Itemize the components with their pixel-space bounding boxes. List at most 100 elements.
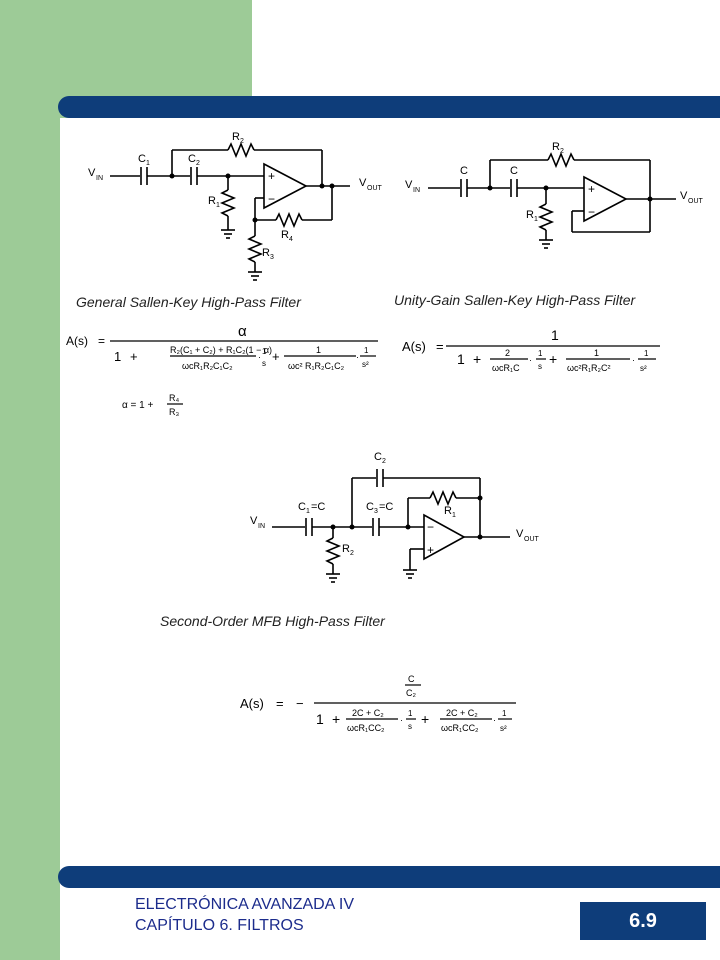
svg-text:1: 1: [306, 508, 310, 515]
svg-text:1: 1: [534, 216, 538, 223]
bottom-navy-bar: [58, 866, 720, 888]
svg-text:1: 1: [457, 351, 465, 367]
fraction-bars: [110, 340, 660, 720]
svg-text:1: 1: [538, 349, 543, 358]
svg-text:+: +: [272, 349, 280, 364]
svg-text:2: 2: [382, 458, 386, 465]
footer-title: ELECTRÓNICA AVANZADA IV CAPÍTULO 6. FILT…: [135, 894, 354, 936]
svg-text:2: 2: [196, 160, 200, 167]
svg-text:s: s: [408, 722, 412, 731]
svg-text:V: V: [516, 528, 524, 540]
svg-text:R: R: [526, 209, 534, 221]
svg-text:−: −: [588, 205, 595, 219]
svg-text:OUT: OUT: [367, 185, 383, 192]
svg-text:ωc² R₁R₂C₁C₂: ωc² R₁R₂C₁C₂: [288, 361, 345, 371]
footer-course: ELECTRÓNICA AVANZADA IV: [135, 896, 355, 913]
svg-text:·: ·: [258, 352, 261, 362]
general-formula: A(s) = α 1 + R₂(C₁ + C₂) + R₁C₂(1 − α) ω…: [66, 323, 369, 417]
left-green-stripe: [0, 0, 60, 960]
svg-text:C: C: [366, 501, 374, 513]
svg-text:1: 1: [262, 347, 267, 356]
svg-text:ωcR₁CC₂: ωcR₁CC₂: [441, 723, 479, 733]
svg-text:+: +: [130, 349, 138, 364]
svg-text:ωcR₁CC₂: ωcR₁CC₂: [347, 723, 385, 733]
svg-text:α = 1 +: α = 1 +: [122, 400, 154, 411]
svg-text:ωcR₁C: ωcR₁C: [492, 363, 520, 373]
svg-text:1: 1: [594, 348, 599, 358]
svg-text:+: +: [473, 351, 481, 367]
svg-text:3: 3: [374, 508, 378, 515]
svg-text:−: −: [268, 192, 275, 206]
top-navy-bar: [58, 96, 720, 118]
svg-text:OUT: OUT: [524, 536, 540, 543]
svg-text:R: R: [552, 141, 560, 153]
svg-text:IN: IN: [96, 175, 103, 182]
svg-text:−: −: [296, 696, 304, 711]
svg-text:=C: =C: [311, 501, 325, 513]
svg-text:C: C: [188, 153, 196, 165]
svg-text:R₃: R₃: [169, 407, 179, 417]
svg-text:A(s): A(s): [240, 696, 264, 711]
svg-text:s²: s²: [362, 360, 369, 369]
svg-text:V: V: [359, 177, 367, 189]
opamp-signs: + − + − − +: [268, 169, 595, 557]
svg-text:1: 1: [216, 202, 220, 209]
svg-text:C: C: [374, 451, 382, 463]
footer-chapter: CAPÍTULO 6. FILTROS: [135, 917, 304, 934]
mfb-circuit: [272, 469, 510, 583]
svg-text:s²: s²: [640, 364, 647, 373]
svg-text:2: 2: [505, 348, 510, 358]
svg-text:V: V: [88, 167, 96, 179]
svg-text:1: 1: [644, 349, 649, 358]
svg-text:·: ·: [529, 355, 532, 365]
svg-text:ωc²R₁R₂C²: ωc²R₁R₂C²: [567, 363, 611, 373]
svg-text:1: 1: [551, 327, 559, 343]
svg-text:C₂: C₂: [406, 688, 416, 698]
svg-text:3: 3: [270, 254, 274, 261]
svg-text:1: 1: [408, 709, 413, 718]
svg-text:C: C: [408, 674, 415, 684]
svg-text:α: α: [238, 323, 247, 340]
svg-text:1: 1: [146, 160, 150, 167]
svg-text:s: s: [262, 359, 266, 368]
svg-text:IN: IN: [413, 187, 420, 194]
svg-text:1: 1: [452, 512, 456, 519]
svg-text:R: R: [281, 229, 289, 241]
svg-text:2: 2: [560, 148, 564, 155]
svg-text:·: ·: [356, 352, 359, 362]
svg-text:C: C: [510, 165, 518, 177]
svg-text:=C: =C: [379, 501, 393, 513]
svg-text:+: +: [549, 351, 557, 367]
mfb-formula: A(s) = − C C₂ 1 + 2C + C₂ ωcR₁CC₂ · 1 s …: [240, 674, 507, 733]
svg-text:R: R: [208, 195, 216, 207]
svg-text:s²: s²: [500, 724, 507, 733]
svg-text:·: ·: [632, 355, 635, 365]
svg-text:R₄: R₄: [169, 393, 179, 403]
svg-text:·: ·: [493, 715, 496, 725]
svg-text:=: =: [276, 696, 284, 711]
svg-text:V: V: [250, 515, 258, 527]
svg-text:s: s: [538, 362, 542, 371]
svg-text:R: R: [444, 505, 452, 517]
svg-text:IN: IN: [258, 523, 265, 530]
svg-text:+: +: [332, 711, 340, 727]
svg-text:2C + C₂: 2C + C₂: [446, 708, 478, 718]
unity-formula: A(s) = 1 1 + 2 ωcR₁C · 1 s + 1 ωc²R₁R₂C²…: [402, 327, 649, 373]
svg-text:C: C: [138, 153, 146, 165]
svg-text:R: R: [342, 543, 350, 555]
svg-text:4: 4: [289, 236, 293, 243]
svg-text:2: 2: [240, 138, 244, 145]
svg-text:R: R: [232, 131, 240, 143]
svg-text:OUT: OUT: [688, 198, 704, 205]
svg-text:1: 1: [316, 711, 324, 727]
unity-sallen-key-circuit: [428, 151, 676, 249]
svg-text:−: −: [427, 520, 434, 534]
svg-text:C: C: [298, 501, 306, 513]
svg-text:R₂(C₁ + C₂) + R₁C₂(1 − α): R₂(C₁ + C₂) + R₁C₂(1 − α): [170, 345, 272, 355]
svg-text:1: 1: [114, 349, 121, 364]
svg-text:A(s): A(s): [402, 339, 426, 354]
